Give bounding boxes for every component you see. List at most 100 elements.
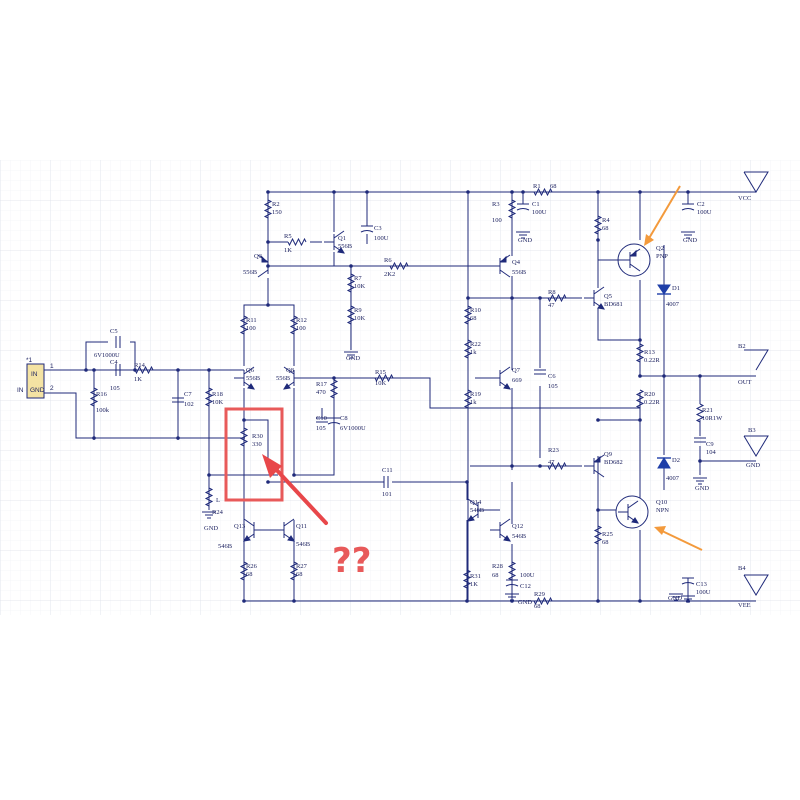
label-r19-value: 1k	[470, 399, 477, 406]
label-c8-ref: C8	[340, 415, 348, 422]
junction-dot	[698, 374, 702, 378]
label-r17-value: 470	[316, 389, 326, 396]
resistor-r31	[462, 569, 472, 589]
connector-pin-gnd: GND	[30, 387, 45, 394]
label-r11-ref: R11	[246, 317, 257, 324]
transistor-q6	[234, 366, 255, 390]
capacitor-c10	[316, 417, 328, 423]
resistor-r26	[239, 561, 249, 581]
label-r18-value: 10K	[212, 399, 224, 406]
junction-dot	[349, 264, 353, 268]
label-r16-value: 100k	[96, 407, 110, 414]
junction-dot	[510, 190, 514, 194]
ground-symbol	[505, 593, 519, 601]
junction-dot	[596, 508, 600, 512]
label-q8-ref: Q8	[286, 367, 294, 374]
label-r13-ref: R13	[644, 349, 655, 356]
resistor-r23	[547, 461, 567, 471]
label-c3-ref: C3	[374, 225, 382, 232]
label-q3-value: 556B	[243, 269, 258, 276]
label-r1-ref: R1	[533, 183, 541, 190]
label-q3-ref: Q3	[254, 253, 262, 260]
label-r8-value: 47	[548, 302, 555, 309]
label-r28-value: 68	[492, 572, 499, 579]
label-r12-value: 100	[296, 325, 306, 332]
label-r29-value: 68	[534, 603, 541, 610]
label-c13-ref: C13	[696, 581, 707, 588]
junction-dot	[292, 599, 296, 603]
port-symbols	[743, 171, 769, 596]
transistor-group	[234, 230, 651, 542]
resistor-r12	[289, 315, 299, 335]
resistor-r3	[507, 199, 517, 219]
junction-dot	[538, 464, 542, 468]
diode-d1	[657, 284, 671, 295]
resistor-r9	[346, 305, 356, 325]
transistor-q2	[617, 243, 651, 277]
label-q2-ref: Q2	[656, 245, 664, 252]
label-c5-ref: C5	[110, 328, 118, 335]
label-q14-value: 546B	[470, 507, 485, 514]
ground-label: GND	[518, 237, 532, 244]
label-q6-value: 556B	[246, 375, 261, 382]
label-r20-value: 0.22R	[644, 399, 660, 406]
connector-pin-number-1: 1	[50, 363, 54, 370]
label-r19-ref: R19	[470, 391, 481, 398]
label-q1-ref: Q1	[338, 235, 346, 242]
transistor-q5	[584, 286, 605, 310]
junction-dot	[92, 368, 96, 372]
label-c4-ref: C4	[110, 359, 118, 366]
capacitor-group	[115, 203, 706, 587]
label-r14-value: 1K	[134, 376, 142, 383]
capacitor-c1	[516, 203, 530, 211]
label-q10-value: NPN	[656, 507, 669, 514]
label-r7-ref: R7	[354, 275, 362, 282]
orange-arrow-q10	[654, 526, 703, 551]
label-r31-ref: R31	[470, 573, 481, 580]
label-c4-value: 105	[110, 385, 120, 392]
port-b4-ref: B4	[738, 565, 746, 572]
label-c1-value: 100U	[532, 209, 547, 216]
transistor-q3	[257, 254, 278, 278]
resistor-r1	[533, 187, 553, 197]
wire-network	[44, 191, 756, 602]
label-r23-value: 47	[548, 459, 555, 466]
capacitor-c7	[172, 397, 184, 403]
resistor-r14	[134, 365, 154, 375]
ground-symbol	[669, 593, 683, 601]
port-b4-label: VEE	[738, 602, 751, 609]
label-r24-ref: R24	[212, 509, 224, 516]
transistor-q14	[467, 498, 488, 522]
label-r18-ref: R18	[212, 391, 223, 398]
junction-dot	[466, 190, 470, 194]
junction-dot	[521, 190, 525, 194]
connector-pin-number-2: 2	[50, 385, 54, 392]
label-d2-value: 4007	[666, 475, 680, 482]
ground-symbol	[693, 477, 707, 485]
label-c7-value: 102	[184, 401, 194, 408]
label-r10-value: 68	[470, 315, 477, 322]
junction-dot	[638, 599, 642, 603]
ground-label: GND	[683, 237, 697, 244]
label-q13-value: 546B	[218, 543, 233, 550]
label-q12-value: 546B	[512, 533, 527, 540]
junction-dot	[638, 418, 642, 422]
resistor-r24	[204, 487, 214, 507]
label-q6-ref: Q6	[246, 367, 255, 374]
transistor-q12	[490, 518, 511, 542]
resistor-r29	[533, 596, 553, 606]
junction-dot	[176, 436, 180, 440]
label-r3-value: 100	[492, 217, 502, 224]
junction-dot	[596, 190, 600, 194]
label-r1-value: 68	[550, 183, 557, 190]
resistor-r25	[593, 525, 603, 545]
input-connector	[26, 363, 45, 399]
label-c12-ref: C12	[520, 583, 531, 590]
label-r7-value: 10K	[354, 283, 366, 290]
label-q4-value: 556B	[512, 269, 527, 276]
label-r15-value: 10K	[375, 380, 387, 387]
label-q2-value: PNP	[656, 253, 668, 260]
resistor-r10	[463, 305, 473, 325]
label-c7-ref: C7	[184, 391, 192, 398]
